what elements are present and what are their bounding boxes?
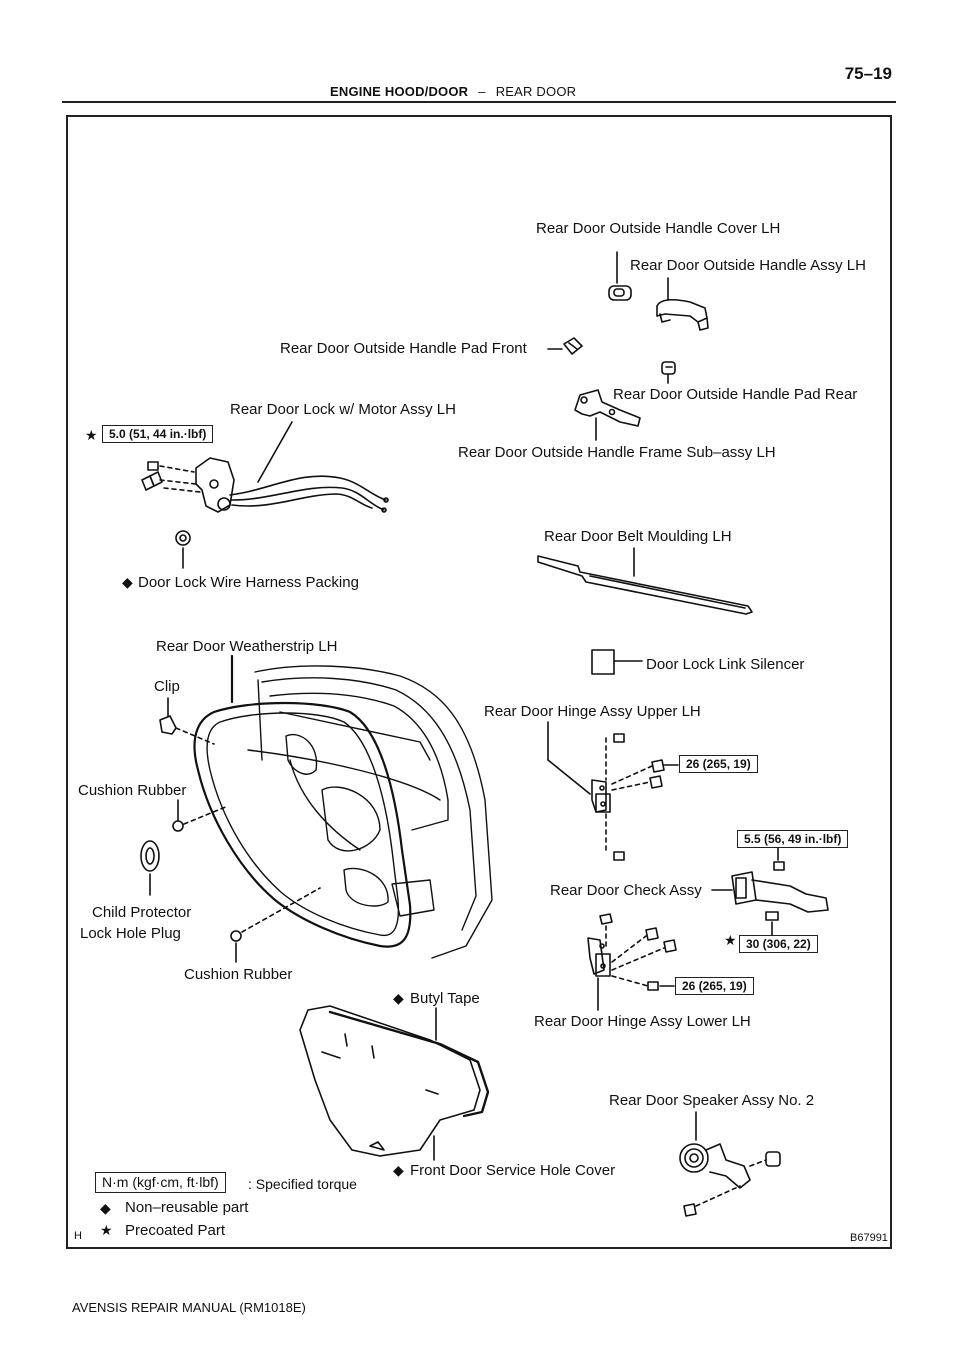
torque-check-large: 30 (306, 22) (739, 935, 818, 953)
label-butyl-tape: Butyl Tape (410, 990, 480, 1007)
label-cushion-rubber-1: Cushion Rubber (78, 782, 187, 799)
torque-lock: 5.0 (51, 44 in.·lbf) (102, 425, 214, 443)
label-belt-moulding: Rear Door Belt Moulding LH (544, 528, 732, 545)
label-service-hole-cover: Front Door Service Hole Cover (410, 1162, 616, 1179)
header-rule (62, 101, 896, 103)
speaker-part (679, 1111, 781, 1217)
child-protector-part (140, 840, 160, 896)
label-outside-handle-cover: Rear Door Outside Handle Cover LH (536, 220, 781, 237)
legend-unit-box: N·m (kgf·cm, ft·lbf) (95, 1172, 226, 1193)
handle-assy-part (656, 277, 709, 331)
section-title: ENGINE HOOD/DOOR (330, 84, 469, 99)
label-child-protector-line1: Child Protector (92, 904, 192, 921)
figure-code: B67991 (850, 1232, 888, 1244)
star-icon: ★ (724, 932, 737, 948)
label-child-protector-line2: Lock Hole Plug (80, 925, 181, 942)
label-check-assy: Rear Door Check Assy (550, 882, 702, 899)
page-number: 75–19 (844, 64, 892, 83)
handle-pad-rear-part (661, 361, 676, 384)
label-hinge-upper: Rear Door Hinge Assy Upper LH (484, 703, 701, 720)
cushion-rubber-2-part (230, 887, 321, 963)
label-handle-pad-front: Rear Door Outside Handle Pad Front (280, 340, 527, 357)
subsection-title: REAR DOOR (495, 84, 577, 99)
label-clip: Clip (154, 678, 180, 695)
door-lock-part (141, 421, 389, 513)
clip-part (159, 697, 215, 745)
corner-mark: H (74, 1230, 82, 1242)
legend-unit-desc: : Specified torque (248, 1176, 357, 1192)
legend-non-reusable: Non–reusable part (125, 1199, 249, 1216)
footer-manual-title: AVENSIS REPAIR MANUAL (RM1018E) (72, 1300, 306, 1315)
check-assy-part (711, 847, 829, 937)
label-cushion-rubber-2: Cushion Rubber (184, 966, 293, 983)
label-weatherstrip: Rear Door Weatherstrip LH (156, 638, 338, 655)
link-silencer-part (591, 649, 643, 675)
diamond-icon: ◆ (100, 1200, 111, 1216)
hinge-lower-part (587, 913, 677, 1011)
star-icon: ★ (100, 1222, 113, 1238)
header-separator: – (478, 84, 486, 99)
weatherstrip-part (193, 654, 412, 948)
handle-pad-front-part (547, 337, 583, 355)
diagram-frame (66, 115, 892, 1249)
hinge-upper-part (547, 721, 679, 861)
label-lock-motor-assy: Rear Door Lock w/ Motor Assy LH (230, 401, 456, 418)
legend-precoated: Precoated Part (125, 1222, 226, 1239)
label-handle-pad-rear: Rear Door Outside Handle Pad Rear (613, 386, 858, 403)
label-handle-frame: Rear Door Outside Handle Frame Sub–assy … (458, 444, 776, 461)
door-panel (247, 665, 493, 959)
diamond-icon: ◆ (393, 990, 404, 1006)
torque-hinge-lower: 26 (265, 19) (675, 977, 754, 995)
label-speaker: Rear Door Speaker Assy No. 2 (609, 1092, 815, 1109)
torque-hinge-upper: 26 (265, 19) (679, 755, 758, 773)
belt-moulding-part (537, 547, 753, 615)
cushion-rubber-1-part (172, 799, 229, 832)
page-header: ENGINE HOOD/DOOR–REAR DOOR (330, 84, 576, 99)
star-icon: ★ (85, 427, 98, 443)
diamond-icon: ◆ (122, 574, 133, 590)
handle-cover-part (608, 251, 632, 301)
label-hinge-lower: Rear Door Hinge Assy Lower LH (534, 1013, 751, 1030)
label-harness-packing: Door Lock Wire Harness Packing (138, 574, 359, 591)
label-outside-handle-assy: Rear Door Outside Handle Assy LH (630, 257, 866, 274)
torque-check-small: 5.5 (56, 49 in.·lbf) (737, 830, 849, 848)
diamond-icon: ◆ (393, 1162, 404, 1178)
harness-packing-part (175, 530, 191, 569)
service-hole-cover-part (299, 1005, 490, 1161)
handle-frame-part (574, 389, 641, 441)
label-link-silencer: Door Lock Link Silencer (646, 656, 805, 673)
